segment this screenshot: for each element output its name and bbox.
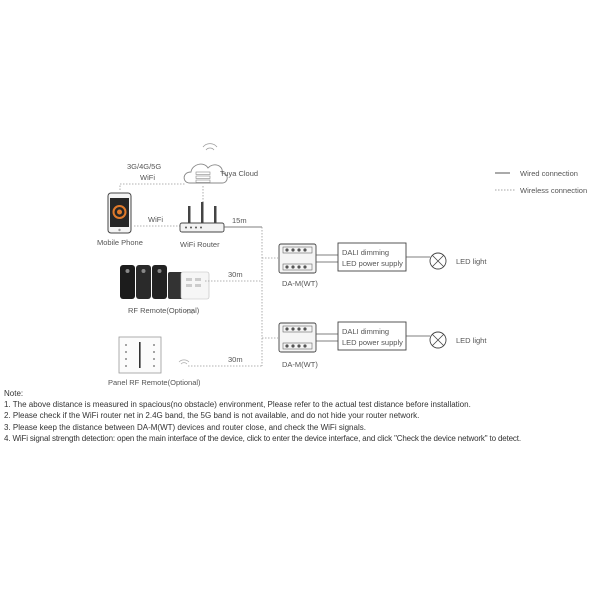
notes: Note: 1. The above distance is measured … — [4, 388, 596, 444]
note-item-1: 1. The above distance is measured in spa… — [4, 400, 471, 410]
unit-2-device-label: DA-M(WT) — [282, 360, 318, 369]
router-wifi-label: WiFi — [148, 215, 163, 224]
legend-wireless-label: Wireless connection — [520, 186, 587, 195]
rf-remote-icon — [120, 265, 210, 315]
router-distance-label: 15m — [232, 216, 247, 225]
legend: Wired connection Wireless connection — [495, 169, 587, 195]
controller-unit-2 — [278, 322, 317, 353]
controller-unit-1 — [278, 243, 317, 274]
rf-remote-distance-label: 30m — [228, 270, 243, 279]
unit-1-device-label: DA-M(WT) — [282, 279, 318, 288]
panel-remote-label: Panel RF Remote(Optional) — [108, 378, 201, 387]
mobile-phone-icon — [107, 192, 132, 234]
cloud-label: Tuya Cloud — [220, 169, 258, 178]
unit-1-led-light-icon — [429, 252, 447, 270]
wifi-router-icon — [179, 202, 225, 233]
phone-label: Mobile Phone — [97, 238, 143, 247]
panel-remote-icon — [118, 336, 190, 374]
note-item-4: 4. WiFi signal strength detection: open … — [4, 433, 521, 443]
note-item-3: 3. Please keep the distance between DA-M… — [4, 422, 366, 432]
cloud-wifi-label: WiFi — [140, 173, 155, 182]
unit-1-light-label: LED light — [456, 257, 487, 266]
unit-1-psu-line1: DALI dimming — [342, 248, 389, 257]
legend-wired-label: Wired connection — [520, 169, 578, 178]
unit-2-psu-line1: DALI dimming — [342, 327, 389, 336]
rf-remote-label: RF Remote(Optional) — [128, 306, 200, 315]
cloud-icon — [183, 143, 228, 184]
notes-heading: Note: — [4, 389, 24, 398]
unit-2-psu-line2: LED power supply — [342, 338, 403, 347]
router-label: WiFi Router — [180, 240, 220, 249]
unit-1-psu-line2: LED power supply — [342, 259, 403, 268]
panel-remote-distance-label: 30m — [228, 355, 243, 364]
unit-1-power-supply — [337, 242, 407, 272]
network-label: 3G/4G/5G — [127, 162, 161, 171]
note-item-2: 2. Please check if the WiFi router net i… — [4, 411, 420, 421]
unit-2-light-label: LED light — [456, 336, 487, 345]
unit-2-power-supply — [337, 321, 407, 351]
phone-cloud-link — [119, 183, 186, 190]
unit-2-led-light-icon — [429, 331, 447, 349]
